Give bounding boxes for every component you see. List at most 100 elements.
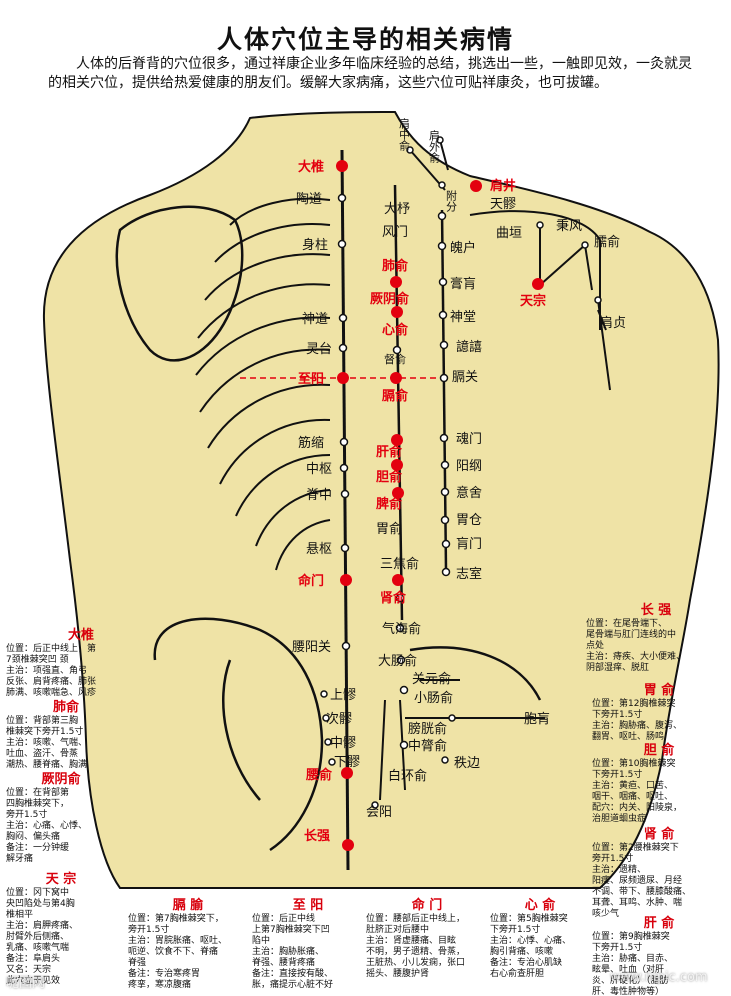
- xinshu-dot: [391, 306, 403, 318]
- note-body: 位置：第5胸椎棘突 下旁开1.5寸 主治：心悸、心痛、 胸引背痛、咳嗽 备注：专…: [490, 914, 572, 979]
- mingmen-dot: [340, 574, 352, 586]
- label-shenshu: 肾俞: [380, 590, 407, 606]
- label-jianzhongshu: 肩中俞: [398, 117, 411, 151]
- note-title: 厥阴俞: [41, 772, 81, 787]
- label-jueyinshu: 厥阴俞: [370, 291, 410, 307]
- label-weicang: 胃仓: [456, 513, 482, 528]
- note-body: 位置：冈下窝中 央凹陷处与第4胸 椎相平 主治：肩胛疼痛、 肘臂外后侧痛、 乳痛…: [6, 888, 79, 986]
- label-jianzhen: 肩贞: [600, 315, 626, 331]
- label-dazhu: 大杼: [384, 202, 410, 217]
- shoulder-meridian: [409, 139, 611, 391]
- note-title: 胃 俞: [643, 683, 675, 698]
- label-shangliao: 上髎: [330, 688, 356, 703]
- label-weishu: 胃俞: [376, 521, 402, 537]
- note-body: 位置：第12胸椎棘突 下旁开1.5寸 主治：胸胁痛、腹泻、 翻胃、呕吐、肠鸣: [592, 699, 683, 742]
- label-dachangshu: 大肠俞: [378, 653, 417, 669]
- label-baihuanshu: 白环俞: [388, 768, 427, 784]
- label-yishe: 意舍: [456, 485, 482, 501]
- danshu-dot: [391, 459, 403, 471]
- label-pangguangshu: 膀胱俞: [408, 721, 447, 737]
- note-xinshu: 心 俞 位置：第5胸椎棘突 下旁开1.5寸 主治：心悸、心痛、 胸引背痛、咳嗽 …: [490, 898, 590, 980]
- label-yixi: 譩譆: [456, 339, 482, 355]
- note-title: 长 强: [640, 603, 672, 618]
- label-shentang: 神堂: [450, 310, 476, 325]
- label-sanjiaoshu: 三焦俞: [380, 556, 419, 572]
- note-title: 心 俞: [524, 898, 556, 913]
- label-lingtai: 灵台: [306, 342, 332, 357]
- jianjing-dot: [470, 180, 482, 192]
- note-weishu: 胃 俞 位置：第12胸椎棘突 下旁开1.5寸 主治：胸胁痛、腹泻、 翻胃、呕吐、…: [592, 683, 726, 743]
- page-title: 人体穴位主导的相关病情: [216, 25, 514, 54]
- label-feishu: 肺俞: [382, 258, 409, 274]
- note-ganshu: 肝 俞 位置：第9胸椎棘突 下旁开1.5寸 主治：胁痛、目赤、 眩晕、吐血（对肝…: [592, 916, 726, 996]
- note-jueyinshu: 厥阴俞 位置：在背部第 四胸椎棘突下， 旁开1.5寸 主治：心痛、心悸、 胸闷、…: [6, 772, 116, 865]
- note-body: 位置：在尾骨端下、 尾骨端与肛门连线的中 点处 主治：痔疾、大小便难、 阴部湿痒…: [586, 619, 686, 673]
- label-xuanshu: 悬枢: [306, 542, 332, 557]
- label-xinshu: 心俞: [382, 322, 409, 338]
- label-baohuang: 胞肓: [524, 711, 550, 727]
- shenshu-dot: [392, 574, 404, 586]
- note-body: 位置：第2腰椎棘突下 旁开1.5寸 主治：遗精、 阳痿、尿频遗尿、月经 不调、带…: [592, 843, 692, 919]
- yaoshu-dot: [341, 767, 353, 779]
- label-shenzhu: 身柱: [302, 237, 328, 253]
- label-qihaishu: 气海俞: [382, 621, 421, 637]
- label-dushu: 督俞: [384, 352, 406, 366]
- label-geshu: 膈俞: [381, 388, 409, 404]
- note-title: 肾 俞: [643, 827, 675, 842]
- label-ganshu: 肝俞: [376, 444, 403, 460]
- label-pishu: 脾俞: [376, 496, 403, 512]
- note-body: 位置：后正中线上，第 7颈椎棘突凹 颈 主治：项强直、角弓 反张、肩背疼痛、肺张…: [6, 644, 97, 698]
- label-xialiao: 下髎: [334, 755, 360, 770]
- note-body: 位置：背部第三胸 椎棘突下旁开1.5寸 主治：咳嗽、气喘、 吐血、盗汗、骨蒸 潮…: [6, 716, 88, 770]
- label-tianzong: 天宗: [520, 293, 546, 309]
- feishu-dot: [390, 276, 402, 288]
- note-title: 肝 俞: [643, 916, 675, 931]
- label-bingfeng: 秉风: [556, 218, 582, 234]
- back-silhouette: [42, 110, 720, 889]
- note-title: 大椎: [67, 628, 94, 643]
- label-yaoyangguan: 腰阳关: [292, 640, 331, 655]
- geshu-dot: [390, 372, 402, 384]
- spine-line: [340, 149, 350, 871]
- watermark-right: www.nipic.com: [610, 970, 708, 985]
- label-zhongshu: 中枢: [306, 462, 332, 477]
- inner-bladder-line: [393, 184, 404, 621]
- dazhui-dot: [336, 160, 348, 172]
- label-pohu: 魄户: [450, 240, 476, 256]
- tianzong-dot: [532, 278, 544, 290]
- note-tianzong: 天 宗 位置：冈下窝中 央凹陷处与第4胸 椎相平 主治：肩胛疼痛、 肘臂外后侧痛…: [6, 872, 116, 987]
- note-title: 至 阳: [292, 898, 324, 913]
- label-shendao: 神道: [302, 312, 328, 327]
- label-quyuan: 曲垣: [496, 226, 522, 241]
- label-jianwaishu: 肩外俞: [428, 129, 441, 163]
- label-tianliao: 天髎: [490, 197, 516, 212]
- outer-bladder-line: [440, 209, 448, 571]
- note-zhiyang: 至 阳 位置：后正中线 上第7胸椎棘突下凹 陷中 主治：胸胁胀痛、 脊强、腰背疼…: [252, 898, 364, 991]
- label-gaohuang: 膏肓: [450, 276, 476, 292]
- label-zhishi: 志室: [456, 566, 482, 582]
- note-geshu: 膈 腧 位置：第7胸椎棘突下， 旁开1.5寸 主治：胃脘胀痛、呕吐、 呃逆、饮食…: [128, 898, 248, 991]
- label-jinsuo: 筋缩: [298, 435, 324, 451]
- label-geguan: 膈关: [452, 370, 478, 385]
- note-title: 肺俞: [52, 700, 79, 715]
- note-title: 天 宗: [45, 872, 77, 887]
- note-title: 命 门: [411, 898, 443, 913]
- label-fufen: 附分: [445, 189, 458, 212]
- note-body: 位置：第9胸椎棘突 下旁开1.5寸 主治：胁痛、目赤、 眩晕、吐血（对肝 炎、肝…: [592, 932, 674, 996]
- pelvis: [153, 617, 542, 852]
- label-danshu: 胆俞: [376, 469, 403, 485]
- label-zhibian: 秩边: [454, 756, 480, 771]
- note-dazhui: 大椎 位置：后正中线上，第 7颈椎棘突凹 颈 主治：项强直、角弓 反张、肩背疼痛…: [6, 628, 156, 699]
- label-jianjing: 肩井: [490, 178, 516, 194]
- note-title: 胆 俞: [643, 743, 675, 758]
- ribs: [195, 197, 331, 571]
- note-body: 位置：第10胸椎棘突 下旁开1.5寸 主治：黄疸、口苦、 咽干、咽痛、呕吐、 配…: [592, 759, 683, 824]
- changqiang-dot: [342, 839, 354, 851]
- ganshu-dot: [391, 434, 403, 446]
- label-hunmen: 魂门: [456, 431, 482, 447]
- label-fengmen: 风门: [382, 225, 408, 240]
- label-naoshu: 臑俞: [594, 234, 620, 250]
- minor-points: [320, 136, 602, 809]
